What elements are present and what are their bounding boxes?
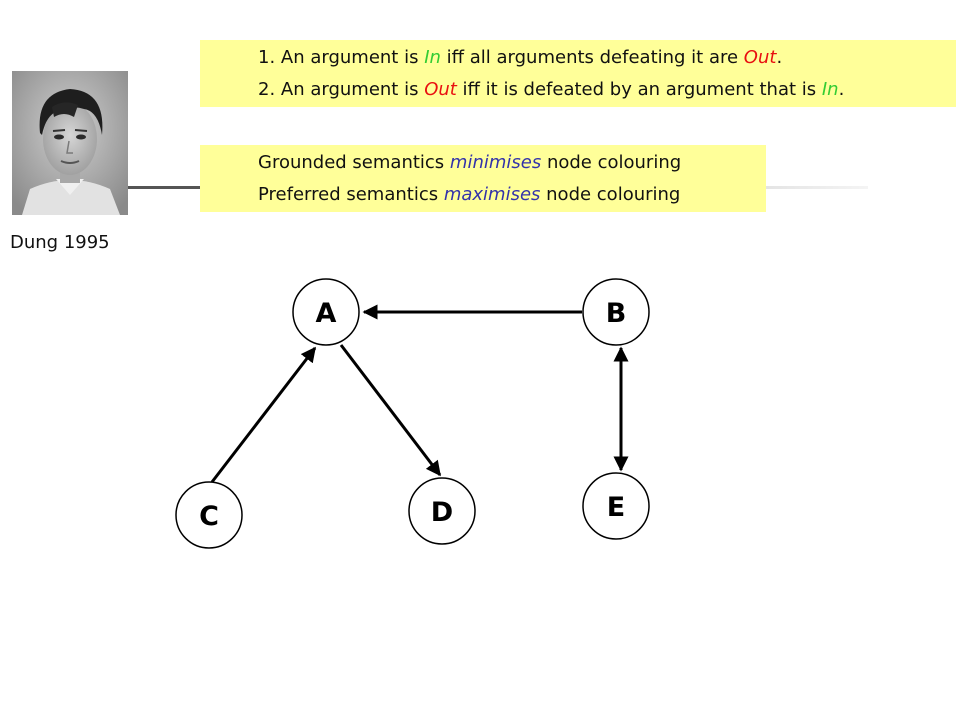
node-d-label: D <box>431 497 453 528</box>
node-d: D <box>408 477 476 545</box>
node-a-label: A <box>316 298 337 329</box>
node-a: A <box>292 278 360 346</box>
in-keyword: In <box>821 79 839 100</box>
node-e-label: E <box>607 492 625 523</box>
maximises-keyword: maximises <box>443 184 541 205</box>
node-b-label: B <box>606 298 627 329</box>
node-c: C <box>175 481 243 549</box>
semantics-line-preferred: Preferred semantics maximises node colou… <box>258 184 681 205</box>
semantics-line-grounded: Grounded semantics minimises node colour… <box>258 152 682 173</box>
photo-caption: Dung 1995 <box>10 232 110 253</box>
rules-box: 1. An argument is In iff all arguments d… <box>200 40 956 107</box>
rule-line-2: 2. An argument is Out iff it is defeated… <box>258 79 845 100</box>
edge-a-to-d <box>339 344 442 477</box>
node-e: E <box>582 472 650 540</box>
out-keyword: Out <box>424 79 457 100</box>
node-c-label: C <box>199 501 219 532</box>
portrait-photo <box>12 71 128 215</box>
edge-c-to-a <box>210 346 317 483</box>
out-keyword: Out <box>743 47 777 68</box>
in-keyword: In <box>424 47 441 68</box>
semantics-box: Grounded semantics minimises node colour… <box>200 145 766 212</box>
minimises-keyword: minimises <box>449 152 542 173</box>
rule-line-1: 1. An argument is In iff all arguments d… <box>258 47 783 68</box>
node-b: B <box>582 278 650 346</box>
